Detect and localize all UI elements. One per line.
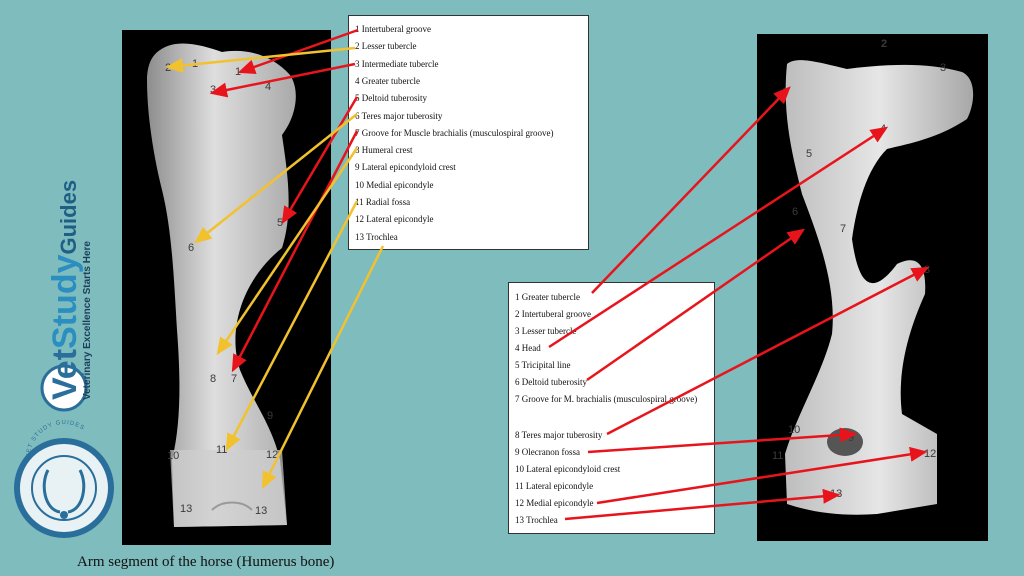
legend-left-item: 6 Teres major tuberosity [355, 110, 443, 121]
legend-left-item: 1 Intertuberal groove [355, 24, 431, 34]
arrow-right-6 [586, 228, 806, 382]
legend-right-item: 9 Olecranon fossa [515, 447, 580, 457]
arrow-right-8 [606, 266, 930, 436]
arrow-left-7 [231, 130, 359, 373]
brand-badge-icon [14, 438, 114, 538]
legend-right-item: 2 Intertuberal groove [515, 309, 591, 319]
legend-left-item: 13 Trochlea [355, 231, 398, 242]
legend-left-item: 4 Greater tubercle [355, 75, 420, 86]
legend-left: 1 Intertuberal groove 2 Lesser tubercle 3 … [348, 15, 589, 250]
legend-left-item: 9 Lateral epicondyloid crest [355, 162, 456, 173]
legend-right-item: 8 Teres major tuberosity [515, 430, 603, 440]
arrow-left-2 [165, 46, 356, 73]
legend-right-item: 10 Lateral epicondyloid crest [515, 464, 621, 474]
left-num-5: 5 [277, 217, 284, 229]
legend-left-item: 3 Intermediate tubercle [355, 58, 439, 69]
legend-right: 1 Greater tubercle 2 Intertuberal groove 3… [508, 282, 715, 534]
legend-right-item: 11 Lateral epicondyle [515, 481, 594, 491]
svg-text:VetStudyGuides: VetStudyGuides [46, 180, 84, 400]
right-num-5: 5 [806, 148, 813, 160]
left-num-7: 7 [231, 373, 238, 385]
right-num-11: 11 [772, 450, 784, 462]
arrow-left-13 [261, 245, 385, 490]
left-num-6: 6 [188, 242, 195, 254]
left-humerus-photo: 2 1 1 3 4 5 6 8 7 9 10 11 12 13 13 [122, 30, 331, 545]
legend-left-item: 12 Lateral epicondyle [355, 214, 434, 225]
left-num-11: 11 [216, 444, 228, 456]
figure-caption: Arm segment of the horse (Humerus bone) [77, 554, 335, 570]
right-num-6: 6 [792, 206, 799, 218]
legend-left-item: 10 Medial epicondyle [355, 179, 434, 190]
left-num-9: 9 [267, 410, 274, 422]
arrow-left-8 [216, 147, 359, 356]
arrow-left-1 [237, 28, 359, 75]
arrow-right-13 [564, 488, 841, 521]
brand-name-vet: Vet [46, 349, 84, 400]
arrow-left-3 [209, 62, 356, 98]
left-num-10: 10 [167, 450, 180, 462]
legend-left-item: 11 Radial fossa [355, 197, 411, 207]
brand-name-guides: Guides [56, 180, 81, 255]
left-num-12: 12 [266, 449, 279, 461]
legend-right-item: 4 Head [515, 343, 541, 353]
brand-wordmark: VetStudyGuides Veterinary Excellence Sta… [46, 180, 93, 400]
legend-right-item: 6 Deltoid tuberosity [515, 377, 587, 387]
left-num-13a: 13 [180, 503, 193, 515]
legend-right-item: 7 Groove for M. brachialis (musculospira… [515, 394, 698, 404]
left-num-4: 4 [265, 81, 272, 93]
brand-name-study: Study [46, 254, 84, 349]
right-num-7: 7 [840, 223, 847, 235]
brand-badge-text: VET STUDY GUIDES [26, 420, 85, 458]
legend-left-item: 8 Humeral crest [355, 145, 413, 156]
right-num-2: 2 [881, 38, 888, 50]
brand-logo-graphics [14, 364, 114, 538]
arrow-right-9 [587, 427, 858, 454]
legend-left-item: 7 Groove for Muscle brachialis (musculos… [355, 127, 554, 138]
brand-small-logo-icon [40, 364, 88, 412]
arrow-right-12 [596, 446, 928, 505]
legend-right-item: 13 Trochlea [515, 515, 558, 525]
legend-right-item: 12 Medial epicondyle [515, 498, 594, 508]
arrow-right-4 [548, 126, 889, 349]
legend-right-item: 3 Lesser tubercle [515, 326, 577, 336]
left-humerus-bone [147, 43, 296, 528]
legend-left-item: 5 Deltoid tuberosity [355, 93, 427, 104]
legend-left-item: 2 Lesser tubercle [355, 41, 417, 52]
left-num-8: 8 [210, 373, 217, 385]
arrow-left-5 [281, 96, 359, 225]
stethoscope-icon [42, 469, 86, 514]
right-num-3: 3 [940, 62, 947, 74]
arrow-left-11 [225, 200, 359, 452]
right-humerus-photo: 1 2 3 4 5 6 7 8 9 10 11 12 13 [757, 34, 988, 541]
left-num-13b: 13 [255, 505, 268, 517]
legend-right-item: 5 Tricipital line [515, 360, 571, 370]
arrow-right-1 [591, 86, 791, 294]
right-num-10: 10 [788, 424, 801, 436]
legend-right-item: 1 Greater tubercle [515, 292, 580, 302]
brand-tagline: Veterinary Excellence Starts Here [82, 241, 93, 400]
arrow-left-6 [194, 113, 358, 244]
